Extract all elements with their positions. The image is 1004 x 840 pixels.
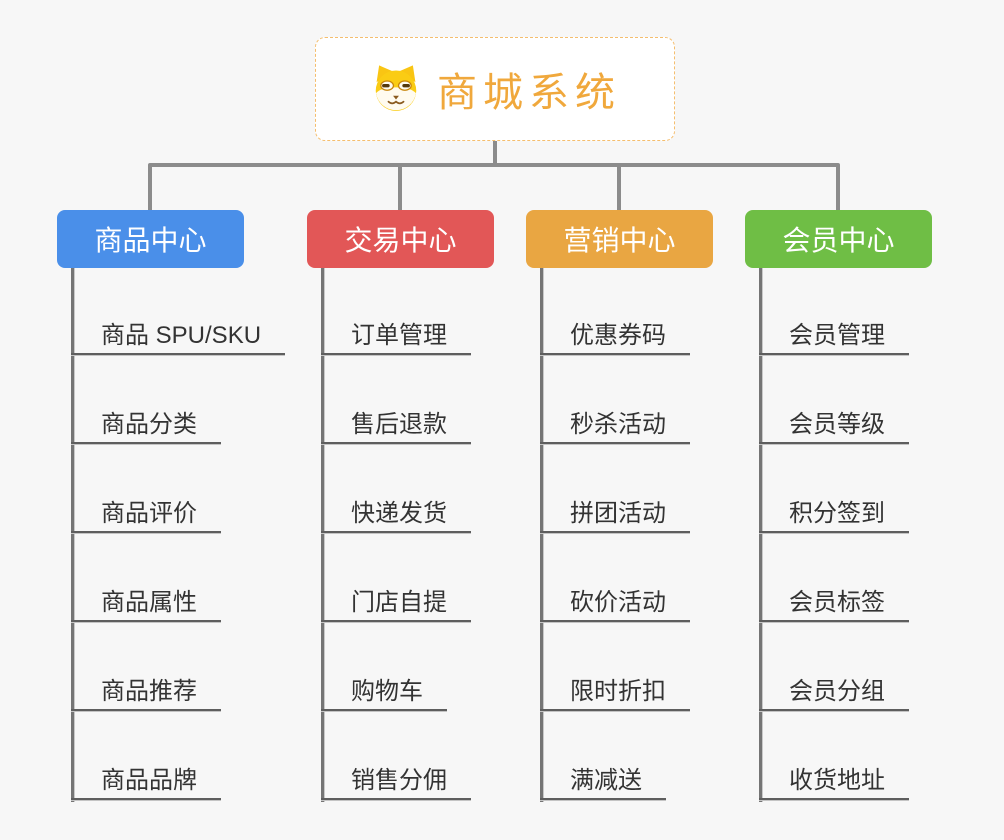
branch-header-product[interactable]: 商品中心 xyxy=(57,210,244,268)
leaf-node[interactable]: 积分签到 xyxy=(759,497,909,533)
leaf-node[interactable]: 购物车 xyxy=(321,675,447,711)
dog-face-icon xyxy=(369,62,423,116)
leaf-node[interactable]: 满减送 xyxy=(540,764,666,800)
leaf-node[interactable]: 售后退款 xyxy=(321,408,471,444)
leaf-node[interactable]: 优惠券码 xyxy=(540,319,690,355)
leaf-node[interactable]: 销售分佣 xyxy=(321,764,471,800)
leaf-node[interactable]: 订单管理 xyxy=(321,319,471,355)
leaf-node[interactable]: 商品品牌 xyxy=(71,764,221,800)
branch-spine-member xyxy=(759,268,762,802)
branch-spine-trade xyxy=(321,268,324,802)
connector-drop-branch-2 xyxy=(398,165,402,210)
leaf-node[interactable]: 收货地址 xyxy=(759,764,909,800)
connector-horizontal xyxy=(148,163,840,167)
leaf-node[interactable]: 商品属性 xyxy=(71,586,221,622)
leaf-node[interactable]: 会员标签 xyxy=(759,586,909,622)
leaf-node[interactable]: 门店自提 xyxy=(321,586,471,622)
leaf-node[interactable]: 快递发货 xyxy=(321,497,471,533)
leaf-node[interactable]: 会员分组 xyxy=(759,675,909,711)
connector-drop-branch-1 xyxy=(148,165,152,210)
root-node[interactable]: 商城系统 xyxy=(315,37,675,141)
connector-root-stem xyxy=(493,141,497,167)
leaf-node[interactable]: 商品推荐 xyxy=(71,675,221,711)
branch-spine-product xyxy=(71,268,74,802)
branch-spine-marketing xyxy=(540,268,543,802)
leaf-node[interactable]: 限时折扣 xyxy=(540,675,690,711)
leaf-node[interactable]: 拼团活动 xyxy=(540,497,690,533)
leaf-node[interactable]: 秒杀活动 xyxy=(540,408,690,444)
branch-header-member[interactable]: 会员中心 xyxy=(745,210,932,268)
leaf-node[interactable]: 会员管理 xyxy=(759,319,909,355)
leaf-node[interactable]: 会员等级 xyxy=(759,408,909,444)
leaf-node[interactable]: 商品分类 xyxy=(71,408,221,444)
connector-drop-branch-4 xyxy=(836,165,840,210)
branch-header-trade[interactable]: 交易中心 xyxy=(307,210,494,268)
leaf-node[interactable]: 商品评价 xyxy=(71,497,221,533)
root-title: 商城系统 xyxy=(437,71,621,115)
leaf-node[interactable]: 砍价活动 xyxy=(540,586,690,622)
branch-header-marketing[interactable]: 营销中心 xyxy=(526,210,713,268)
leaf-node[interactable]: 商品 SPU/SKU xyxy=(71,319,286,355)
connector-drop-branch-3 xyxy=(617,165,621,210)
